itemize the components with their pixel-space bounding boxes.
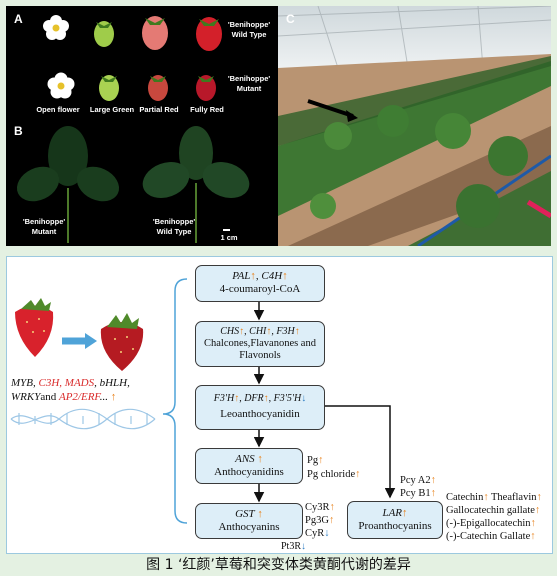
metabolite-catechin: Catechin↑ Theaflavin↑ [446, 492, 542, 503]
stage-fully-red: Fully Red [190, 105, 224, 114]
field-photo [278, 6, 551, 246]
green-fruit-icon [99, 75, 119, 101]
pathway-connectors [10, 278, 396, 524]
fruit-stages-illustration [43, 15, 222, 101]
metabolite-cy3r: Cy3R↑ [305, 502, 335, 513]
metabolite-catechin-gallate: (-)-Catechin Gallate↑ [446, 531, 536, 542]
scale-bar-label: 1 cm [220, 233, 238, 242]
leaves-illustration [16, 126, 250, 243]
metabolite-pg: Pg↑ [307, 455, 324, 466]
pathway-box-anthocyanins: GST ↑ Anthocyanins [195, 503, 303, 539]
pathway-box-chalcones: CHS↑, CHI↑, F3H↑ Chalcones,Flavanones an… [195, 321, 325, 367]
metabolite-pg-chloride: Pg chloride↑ [307, 469, 361, 480]
fully-red-fruit-icon [196, 17, 222, 51]
partial-red-fruit-icon [148, 75, 168, 101]
regulator-genes-line2: WRKYand AP2/ERF... ↑ [11, 391, 117, 403]
mutant-strawberry-icon [15, 298, 54, 357]
pathway-box-leoanthocyanidin: F3'H↑, DFR↑, F3'5'H↓ Leoanthocyanidin [195, 385, 325, 430]
fully-red-fruit-icon [196, 75, 216, 101]
panel-label-a: A [14, 12, 23, 26]
wild-strawberry-icon [100, 313, 144, 371]
metabolite-pcy-a2: Pcy A2↑ [400, 475, 436, 486]
metabolite-cyr: CyR↓ [305, 528, 330, 539]
pathway-box-coumaroyl: PAL↑, C4H↑ 4-coumaroyl-CoA [195, 265, 325, 302]
panel-label-b: B [14, 124, 23, 138]
metabolite-pg3g: Pg3G↑ [305, 515, 335, 526]
photo-panel: A 'Benihoppe' Wild Type 'Benihoppe' Muta… [6, 6, 551, 246]
green-fruit-icon [94, 21, 114, 47]
flower-icon [47, 72, 75, 99]
partial-red-fruit-icon [142, 16, 168, 50]
stage-open-flower: Open flower [36, 105, 80, 114]
stage-partial-red: Partial Red [139, 105, 179, 114]
regulator-genes-line1: MYB, C3H, MADS, bHLH, [11, 377, 130, 389]
mutant-label: 'Benihoppe' Mutant [227, 74, 271, 93]
stage-large-green: Large Green [89, 105, 135, 114]
dna-helix-icon [10, 408, 156, 430]
metabolite-gallocatechin-gallate: Gallocatechin gallate↑ [446, 505, 541, 516]
metabolite-pt3r: Pt3R↓ [281, 541, 307, 552]
panel-label-c: C [286, 12, 295, 26]
wild-type-label: 'Benihoppe' Wild Type [227, 20, 271, 39]
figure-caption: 图 1 ‘红颜’草莓和突变体类黄酮代谢的差异 [146, 557, 411, 573]
pathway-box-anthocyanidins: ANS ↑ Anthocyanidins [195, 448, 303, 484]
metabolite-epigallocatechin: (-)-Epigallocatechin↑ [446, 518, 536, 529]
pathway-box-proanthocyanins: LAR↑ Proanthocyanins [347, 501, 443, 539]
flower-icon [43, 15, 69, 40]
pathway-diagram: MYB, C3H, MADS, bHLH, WRKYand AP2/ERF...… [6, 256, 553, 554]
up-arrow-icon: ↑ [110, 391, 117, 403]
leaf-mutant-label: 'Benihoppe' Mutant [22, 217, 66, 236]
metabolite-pcy-b1: Pcy B1↑ [400, 488, 436, 499]
leaf-wild-label: 'Benihoppe' Wild Type [152, 217, 196, 236]
